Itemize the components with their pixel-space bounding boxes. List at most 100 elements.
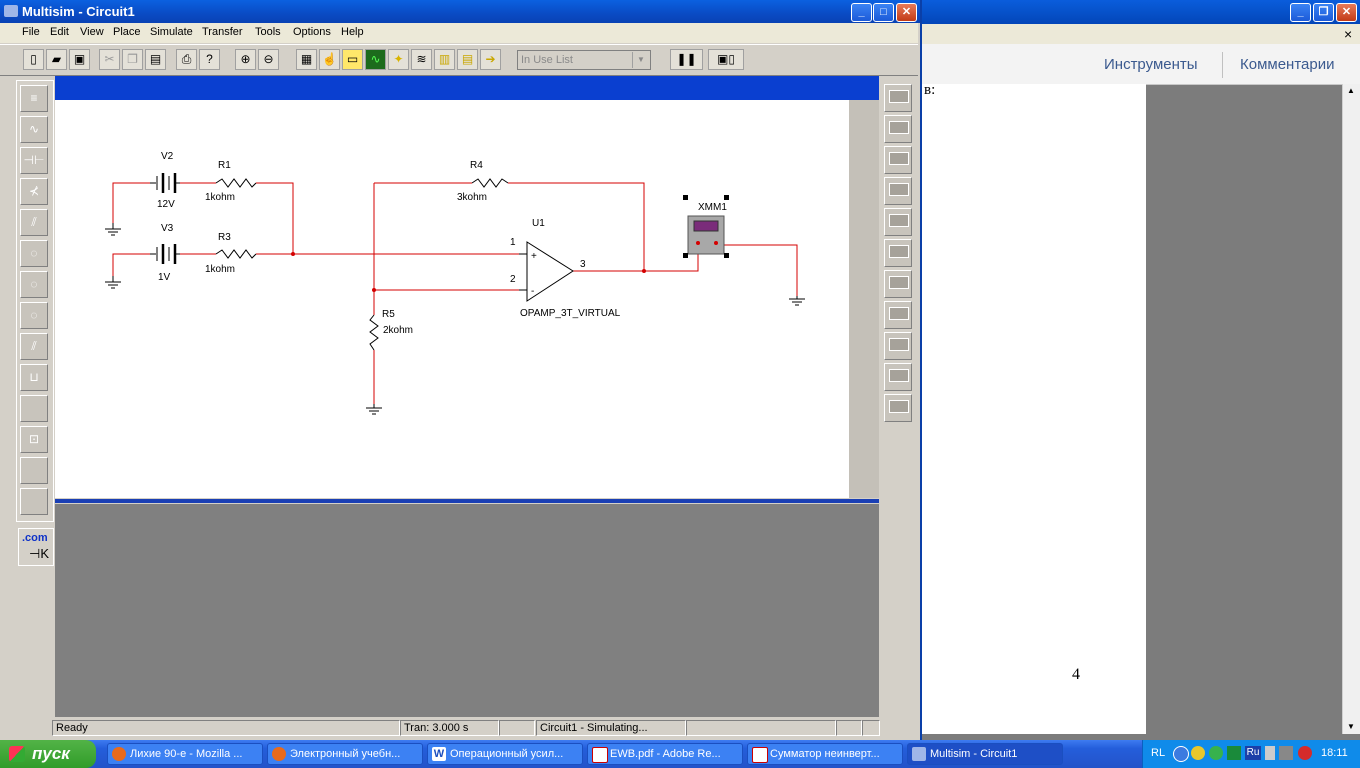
tray-device-icon[interactable]: [1265, 746, 1275, 760]
close-button[interactable]: ✕: [1336, 3, 1357, 22]
task-label: Multisim - Circuit1: [930, 748, 1018, 760]
cmos-component-icon[interactable]: ◌: [20, 271, 48, 298]
multisim-icon: [912, 747, 926, 761]
scroll-down-icon[interactable]: ▼: [1347, 722, 1355, 731]
indicator-component-icon[interactable]: ⊔: [20, 364, 48, 391]
start-button[interactable]: пуск: [0, 740, 96, 768]
task-multisim[interactable]: Multisim - Circuit1: [907, 743, 1063, 765]
database-icon[interactable]: ▥: [434, 49, 455, 70]
controls-component-icon[interactable]: ⊡: [20, 426, 48, 453]
task-firefox-2[interactable]: Электронный учебн...: [267, 743, 423, 765]
function-generator-instrument-icon[interactable]: [884, 115, 912, 143]
comments-link[interactable]: Комментарии: [1240, 56, 1335, 73]
grapher-icon[interactable]: ▭: [342, 49, 363, 70]
transfer-icon[interactable]: ➔: [480, 49, 501, 70]
resize-grip-icon[interactable]: [862, 720, 880, 736]
menu-transfer[interactable]: Transfer: [202, 26, 243, 38]
in-use-list-value: In Use List: [521, 54, 573, 66]
close-button[interactable]: ✕: [896, 3, 917, 22]
diode-component-icon[interactable]: ⊣⊢: [20, 147, 48, 174]
copy-icon[interactable]: ❐: [122, 49, 143, 70]
maximize-button[interactable]: □: [873, 3, 894, 22]
task-adobe-ewb[interactable]: EWB.pdf - Adobe Re...: [587, 743, 743, 765]
show-hidden-icons-icon[interactable]: [1173, 746, 1189, 762]
misc-component-icon[interactable]: [20, 395, 48, 422]
task-adobe-summator[interactable]: Сумматор неинверт...: [747, 743, 903, 765]
tray-app-icon[interactable]: [1209, 746, 1223, 760]
rf-component-icon[interactable]: [20, 457, 48, 484]
menu-help[interactable]: Help: [341, 26, 364, 38]
tray-monitor-icon[interactable]: [1279, 746, 1293, 760]
main-toolbar: ▯ ▰ ▣ ✂ ❐ ▤ ⎙ ? ⊕ ⊖ ▦ ☝ ▭ ∿ ✦ ≋ ▥ ▤ ➔ In…: [0, 44, 918, 76]
run-simulation-button[interactable]: ▣▯: [708, 49, 744, 70]
pause-simulation-button[interactable]: ❚❚: [670, 49, 703, 70]
task-firefox-1[interactable]: Лихие 90-е - Mozilla ...: [107, 743, 263, 765]
new-file-icon[interactable]: ▯: [23, 49, 44, 70]
misc-digital-component-icon[interactable]: ◌: [20, 302, 48, 329]
menu-tools[interactable]: Tools: [255, 26, 281, 38]
vertical-scrollbar[interactable]: ▲ ▼: [1342, 84, 1360, 734]
multisim-title-bar: Multisim - Circuit1 _ □ ✕: [0, 0, 920, 23]
minimize-button[interactable]: _: [851, 3, 872, 22]
bode-plotter-instrument-icon[interactable]: [884, 239, 912, 267]
tools-link[interactable]: Инструменты: [1104, 56, 1198, 73]
oscilloscope-instrument-icon[interactable]: [884, 177, 912, 205]
four-channel-oscilloscope-icon[interactable]: [884, 208, 912, 236]
menu-simulate[interactable]: Simulate: [150, 26, 193, 38]
menu-place[interactable]: Place: [113, 26, 141, 38]
logic-analyzer-instrument-icon[interactable]: [884, 301, 912, 329]
electronicsworkbench-com-button[interactable]: .com ⊣K: [18, 528, 54, 566]
language-indicator[interactable]: RL: [1151, 747, 1166, 759]
source-component-icon[interactable]: ≡: [20, 85, 48, 112]
component-toolbar: ≡ ∿ ⊣⊢ ⊀ ⫽ ◌ ◌ ◌ ⫽ ⊔ ⊡: [16, 80, 54, 522]
transistor-component-icon[interactable]: ⊀: [20, 178, 48, 205]
restore-button[interactable]: ❐: [1313, 3, 1334, 22]
word-generator-instrument-icon[interactable]: [884, 270, 912, 298]
scroll-up-icon[interactable]: ▲: [1347, 86, 1355, 95]
zoom-out-icon[interactable]: ⊖: [258, 49, 279, 70]
logic-converter-instrument-icon[interactable]: [884, 332, 912, 360]
wattmeter-instrument-icon[interactable]: [884, 146, 912, 174]
zoom-in-icon[interactable]: ⊕: [235, 49, 256, 70]
word-icon: W: [432, 747, 446, 761]
chevron-down-icon[interactable]: ▼: [632, 52, 649, 68]
multimeter-instrument-icon[interactable]: [884, 84, 912, 112]
open-folder-icon[interactable]: ▰: [46, 49, 67, 70]
mixed-component-icon[interactable]: ⫽: [20, 333, 48, 360]
status-bar: Ready Tran: 3.000 s Circuit1 - Simulatin…: [0, 719, 918, 737]
analog-component-icon[interactable]: ⫽: [20, 209, 48, 236]
netlist-icon[interactable]: ≋: [411, 49, 432, 70]
basic-component-icon[interactable]: ∿: [20, 116, 48, 143]
menu-options[interactable]: Options: [293, 26, 331, 38]
u1-model-label: OPAMP_3T_VIRTUAL: [520, 308, 621, 319]
distortion-analyzer-instrument-icon[interactable]: [884, 363, 912, 391]
menu-view[interactable]: View: [80, 26, 104, 38]
spectrum-analyzer-instrument-icon[interactable]: [884, 394, 912, 422]
report-icon[interactable]: ▤: [457, 49, 478, 70]
clock: 18:11: [1321, 747, 1348, 759]
analysis-icon[interactable]: ∿: [365, 49, 386, 70]
close-document-icon[interactable]: ×: [1344, 26, 1353, 42]
multisim-window: Multisim - Circuit1 _ □ ✕ File Edit View…: [0, 0, 922, 740]
u1-pin1-label: 1: [510, 237, 516, 248]
print-icon[interactable]: ⎙: [176, 49, 197, 70]
pointer-icon[interactable]: ☝: [319, 49, 340, 70]
electromech-component-icon[interactable]: [20, 488, 48, 515]
menu-edit[interactable]: Edit: [50, 26, 69, 38]
ttl-component-icon[interactable]: ◌: [20, 240, 48, 267]
tray-antivirus-icon[interactable]: [1298, 746, 1312, 760]
help-icon[interactable]: ?: [199, 49, 220, 70]
in-use-list-dropdown[interactable]: In Use List ▼: [517, 50, 651, 70]
cut-icon[interactable]: ✂: [99, 49, 120, 70]
tray-app-icon[interactable]: [1227, 746, 1241, 760]
schematic-canvas[interactable]: V2 12V V3 1V R1 1kohm R3 1kohm R4 3kohm …: [55, 100, 849, 498]
save-icon[interactable]: ▣: [69, 49, 90, 70]
minimize-button[interactable]: _: [1290, 3, 1311, 22]
menu-file[interactable]: File: [22, 26, 40, 38]
task-word[interactable]: W Операционный усил...: [427, 743, 583, 765]
postprocessor-icon[interactable]: ✦: [388, 49, 409, 70]
keyboard-layout-icon[interactable]: Ru: [1245, 746, 1261, 760]
component-bar-icon[interactable]: ▦: [296, 49, 317, 70]
paste-icon[interactable]: ▤: [145, 49, 166, 70]
tray-app-icon[interactable]: [1191, 746, 1205, 760]
